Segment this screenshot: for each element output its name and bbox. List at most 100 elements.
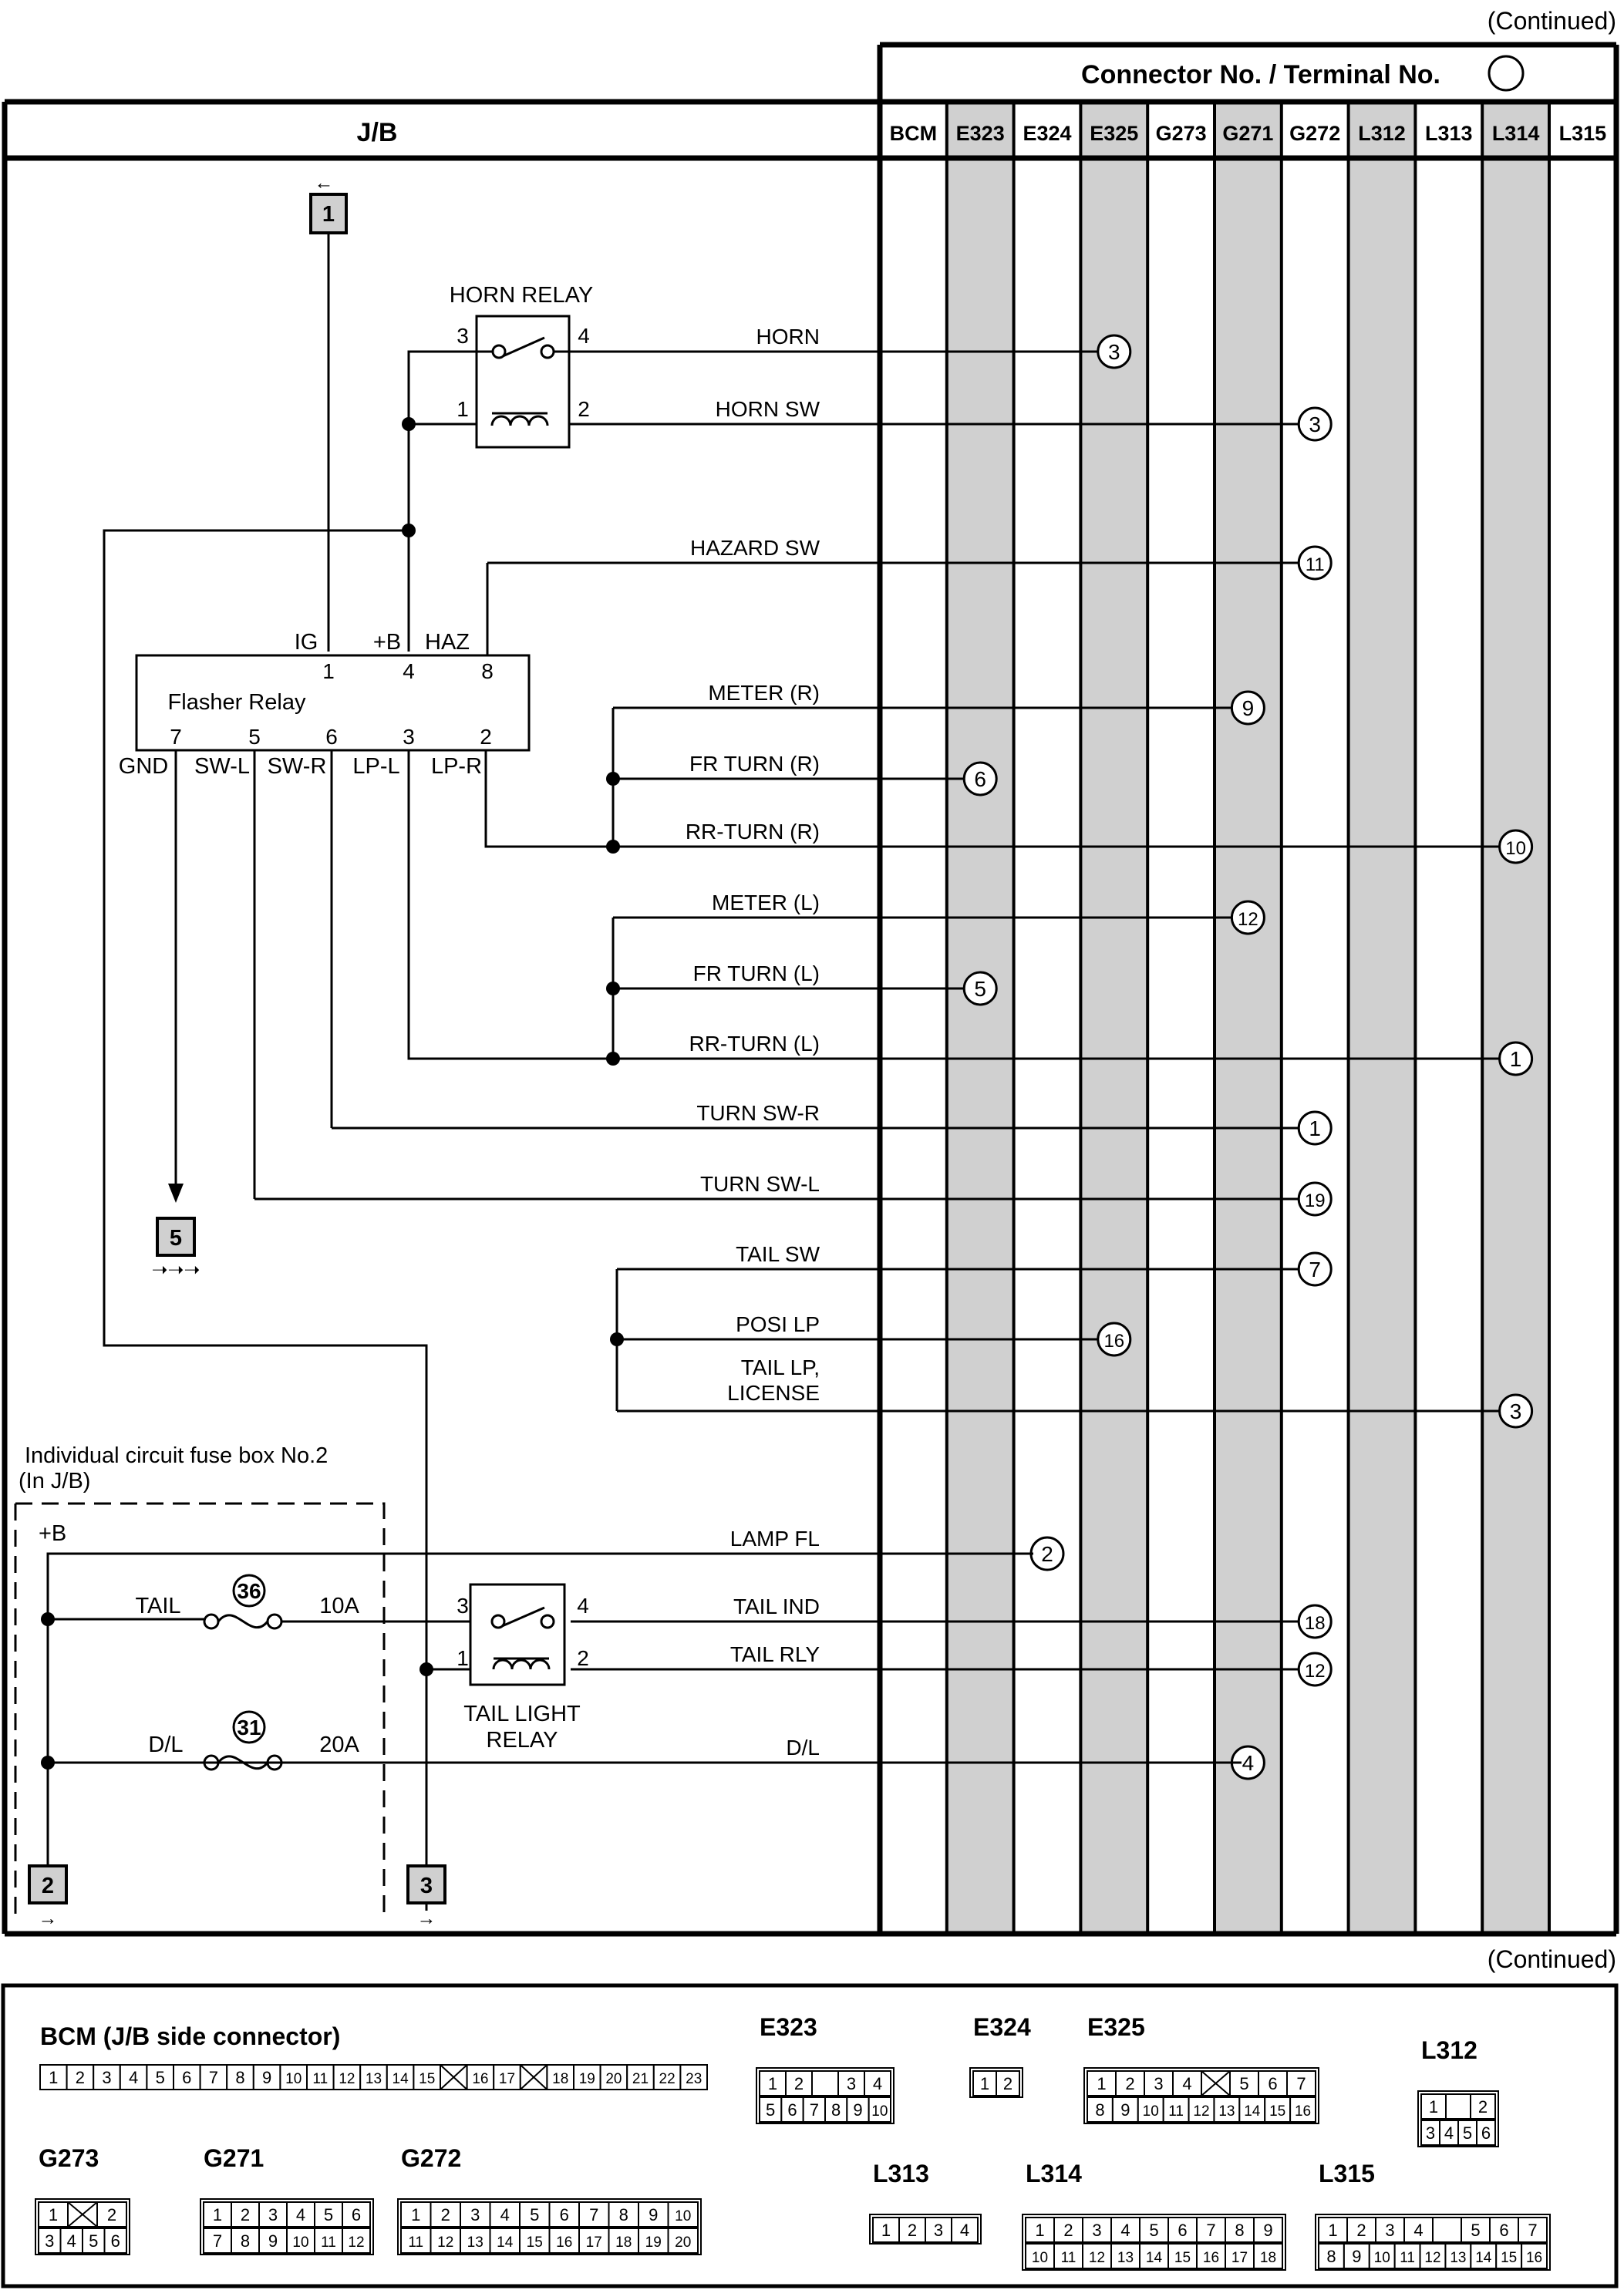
flasher-pin-5: 5 [248, 725, 261, 749]
pin-number: 6 [1178, 2221, 1187, 2240]
pin-number: 10 [871, 2103, 888, 2120]
terminal-number: 19 [1305, 1190, 1326, 1211]
pin-number: 10 [1374, 2250, 1390, 2266]
pin-number: 10 [292, 2234, 308, 2251]
pin-number: 18 [1260, 2250, 1276, 2266]
signal-label: TURN SW-R [696, 1101, 820, 1125]
pin-number: 3 [1154, 2074, 1163, 2093]
pin-number: 18 [615, 2234, 632, 2251]
terminal-number: 3 [1510, 1399, 1522, 1423]
fuse-tail-rating: 10A [319, 1594, 359, 1618]
pin-number: 4 [1120, 2221, 1130, 2240]
bcm-connector-title: BCM (J/B side connector) [40, 2022, 340, 2050]
flasher-haz-label: HAZ [425, 630, 470, 655]
off-page-connector-3: 3 → [406, 1864, 446, 1929]
off-page-connector-5: 5 ➝➝➝ [152, 1217, 200, 1281]
pin-number: 7 [209, 2068, 218, 2087]
column-shade-l312 [1348, 102, 1416, 1934]
pin-number: 10 [285, 2071, 302, 2087]
arrow-right-icon: → [39, 1908, 58, 1929]
flasher-gnd-label: GND [119, 754, 168, 779]
fuse-tail-icon [203, 1574, 283, 1630]
tail-relay-label-2: RELAY [487, 1728, 558, 1753]
pin-number: 6 [352, 2205, 361, 2224]
pin-number: 13 [366, 2071, 382, 2087]
pin-number: 15 [419, 2071, 435, 2087]
horn-relay-pin-2: 2 [578, 397, 590, 421]
tail-relay-pin-4: 4 [577, 1594, 589, 1618]
pin-number: 3 [45, 2231, 54, 2251]
signal-label: TURN SW-L [700, 1172, 820, 1196]
pin-number: 1 [213, 2205, 222, 2224]
connector-columns [945, 102, 1551, 1934]
e323-connector-title: E323 [760, 2013, 817, 2041]
pin-number: 14 [393, 2071, 409, 2087]
terminal-marker [1297, 1251, 1333, 1287]
flasher-pin-7: 7 [170, 725, 182, 749]
tail-light-relay [469, 1583, 566, 1686]
g271-connector-title: G271 [204, 2144, 264, 2172]
pin-number: 15 [527, 2234, 543, 2251]
pin-number: 6 [1481, 2123, 1491, 2143]
fuse-box-title: Individual circuit fuse box No.2 [25, 1443, 328, 1468]
fuse-box-subtitle: (In J/B) [19, 1469, 90, 1494]
flasher-pin-2: 2 [480, 725, 492, 749]
pin-number: 4 [1182, 2074, 1191, 2093]
pin-number: 10 [1143, 2103, 1159, 2120]
pin-number: 13 [1450, 2250, 1466, 2266]
pin-number: 17 [499, 2071, 515, 2087]
terminal-number: 5 [974, 977, 986, 1001]
pin-number: 3 [1426, 2123, 1435, 2143]
pin-number: 7 [1296, 2074, 1306, 2093]
pin-number: 12 [437, 2234, 453, 2251]
pin-number: 13 [1117, 2250, 1134, 2266]
terminal-number: 16 [1103, 1331, 1124, 1352]
pin-number: 12 [1089, 2250, 1105, 2266]
pin-number: 1 [1328, 2221, 1337, 2240]
pin-number: 20 [605, 2071, 622, 2087]
pin-number: 7 [1528, 2221, 1537, 2240]
pin-number: 12 [348, 2234, 364, 2251]
continued-top: (Continued) [1488, 7, 1616, 35]
flasher-pin-8: 8 [481, 659, 494, 683]
pin-number: 7 [213, 2231, 222, 2251]
pin-number: 3 [470, 2205, 480, 2224]
frame [2, 42, 1619, 1937]
l312-connector-title: L312 [1421, 2036, 1477, 2064]
pin-number: 3 [847, 2074, 856, 2093]
terminal-marker [962, 761, 998, 796]
connector-terminal-title: Connector No. / Terminal No. [1081, 60, 1440, 89]
pin-number: 16 [1526, 2250, 1542, 2266]
fuse-tail-number: 36 [237, 1579, 261, 1603]
e324-connector-title: E324 [973, 2013, 1031, 2041]
pin-number: 2 [76, 2068, 85, 2087]
terminal-number: 12 [1238, 909, 1258, 930]
svg-text:3: 3 [420, 1874, 433, 1898]
fuse-dl-icon [203, 1710, 283, 1771]
pin-number: 5 [1149, 2221, 1158, 2240]
pin-number: 5 [89, 2231, 98, 2251]
pin-number: 2 [241, 2205, 250, 2224]
pin-number: 5 [1463, 2123, 1472, 2143]
column-header-l312: L312 [1358, 122, 1406, 145]
flasher-b-label: +B [373, 630, 401, 655]
pin-number: 12 [1424, 2250, 1440, 2266]
e325-connector-title: E325 [1087, 2013, 1145, 2041]
terminal-marker [1297, 1110, 1333, 1146]
off-page-connector-1: ← 1 [309, 172, 348, 234]
flasher-ig-label: IG [295, 630, 318, 655]
pin-number: 4 [67, 2231, 76, 2251]
svg-text:2: 2 [42, 1874, 54, 1898]
flasher-relay-label: Flasher Relay [168, 690, 306, 715]
pin-number: 4 [500, 2205, 510, 2224]
pin-number: 3 [102, 2068, 111, 2087]
pin-number: 14 [1475, 2250, 1492, 2266]
pin-number: 15 [1269, 2103, 1285, 2120]
pin-number: 3 [268, 2205, 278, 2224]
off-page-connector-2: 2 → [28, 1864, 68, 1929]
pin-number: 1 [411, 2205, 420, 2224]
signal-label: TAIL RLY [730, 1642, 820, 1666]
